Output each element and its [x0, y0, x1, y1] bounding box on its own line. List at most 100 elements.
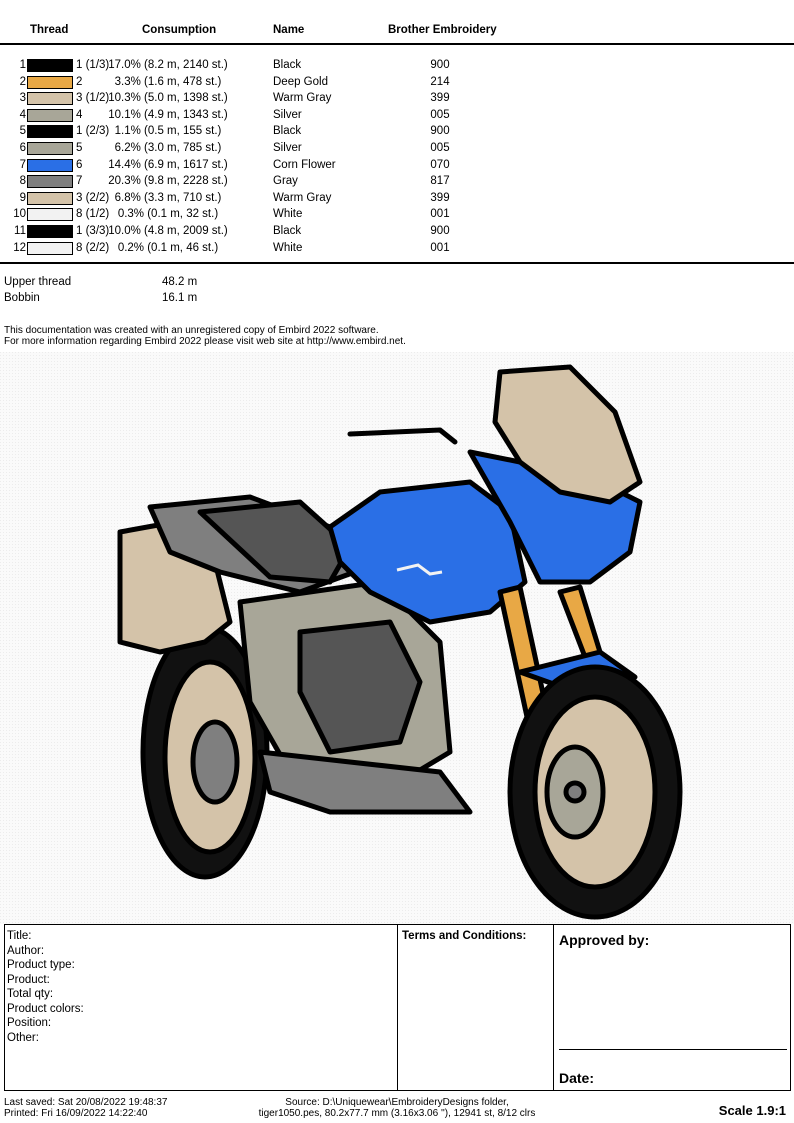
signature-line — [559, 1049, 787, 1050]
header-name: Name — [273, 24, 305, 36]
consumption-value: 1.1% (0.5 m, 155 st.) — [114, 125, 222, 138]
scale-label: Scale 1.9:1 — [718, 1103, 786, 1118]
color-swatch — [27, 191, 73, 205]
table-row: 3 3 (1/2)10.3% (5.0 m, 1398 st.) Warm Gray… — [0, 90, 794, 106]
color-swatch — [27, 208, 73, 222]
color-swatch — [27, 75, 73, 89]
thread-name: Gray — [273, 175, 298, 188]
header-brand: Brother Embroidery — [388, 24, 497, 36]
color-swatch — [27, 92, 73, 106]
belly-pan — [257, 749, 473, 815]
info-field-label: Product type: — [7, 959, 75, 971]
approval-box — [553, 924, 791, 1091]
source-line-2: tiger1050.pes, 80.2x77.7 mm (3.16x3.06 '… — [258, 1108, 536, 1119]
notice-line-1: This documentation was created with an u… — [4, 325, 379, 336]
handlebar — [347, 427, 458, 445]
consumption-value: 10.1% (4.9 m, 1343 st.) — [108, 108, 228, 121]
row-index: 5 — [19, 125, 26, 138]
thread-code: 399 — [430, 191, 450, 204]
thread-code: 900 — [430, 59, 450, 71]
consumption-value: 6.8% (3.3 m, 710 st.) — [114, 191, 222, 204]
info-field-label: Author: — [7, 944, 45, 957]
tank-logo — [396, 563, 443, 576]
thread-name: Corn Flower — [273, 158, 336, 171]
table-row: 4 4 10.1% (4.9 m, 1343 st.) Silver 005 — [0, 107, 794, 123]
info-field-label: Other: — [7, 1031, 39, 1044]
approved-by-label: Approved by: — [559, 932, 650, 948]
thread-code: 001 — [430, 208, 450, 221]
thread-code: 900 — [430, 225, 450, 237]
thread-number: 8 (2/2) — [76, 241, 110, 254]
thread-code: 005 — [430, 108, 450, 121]
color-swatch — [27, 241, 73, 255]
consumption-value: 10.3% (5.0 m, 1398 st.) — [108, 92, 228, 105]
row-index: 11 — [14, 225, 26, 237]
front-hub — [563, 780, 587, 804]
color-swatch — [27, 142, 73, 155]
embroidery-design-preview — [0, 352, 794, 924]
last-saved: Last saved: Sat 20/08/2022 19:48:37 — [4, 1097, 168, 1108]
row-index: 8 — [19, 175, 26, 188]
date-label: Date: — [559, 1070, 595, 1086]
consumption-value: 3.3% (1.6 m, 478 st.) — [114, 75, 222, 88]
thread-code: 005 — [430, 142, 450, 154]
row-index: 7 — [19, 158, 26, 171]
thread-number: 1 (3/3) — [76, 225, 110, 237]
thread-name: White — [273, 241, 303, 254]
row-index: 3 — [19, 92, 26, 105]
color-swatch — [27, 225, 73, 238]
thread-number: 3 (1/2) — [76, 92, 110, 105]
row-index: 2 — [19, 75, 26, 88]
thread-name: Warm Gray — [273, 191, 332, 204]
color-swatch — [27, 158, 73, 172]
header-consumption: Consumption — [142, 24, 217, 36]
thread-number: 2 — [76, 75, 83, 88]
upper-thread-label: Upper thread — [4, 276, 72, 288]
thread-number: 4 — [76, 108, 83, 121]
thread-code: 070 — [430, 158, 450, 171]
consumption-value: 10.0% (4.8 m, 2009 st.) — [108, 225, 228, 237]
row-index: 4 — [19, 108, 26, 121]
thread-name: Deep Gold — [273, 75, 328, 88]
thread-number: 3 (2/2) — [76, 191, 110, 204]
notice-line-2: For more information regarding Embird 20… — [4, 336, 406, 347]
consumption-value: 17.0% (8.2 m, 2140 st.) — [108, 59, 228, 71]
consumption-value: 20.3% (9.8 m, 2228 st.) — [108, 175, 228, 188]
thread-name: Silver — [273, 108, 302, 121]
info-field-label: Product colors: — [7, 1002, 84, 1015]
row-index: 12 — [13, 241, 26, 254]
thread-name: Warm Gray — [273, 92, 332, 105]
thread-name: Black — [273, 59, 302, 71]
upper-thread-value: 48.2 m — [162, 276, 198, 288]
info-field-label: Product: — [7, 973, 50, 986]
thread-number: 1 (2/3) — [76, 125, 110, 138]
info-field-label: Title: — [7, 930, 32, 942]
table-bottom-rule — [0, 262, 794, 264]
engine-detail — [297, 619, 423, 755]
table-row: 1 1 (1/3)17.0% (8.2 m, 2140 st.) Black 900 — [0, 57, 794, 73]
thread-number: 1 (1/3) — [76, 59, 110, 71]
header-thread: Thread — [30, 24, 69, 36]
terms-box — [397, 924, 554, 1091]
thread-code: 214 — [430, 75, 450, 88]
row-index: 1 — [19, 59, 26, 71]
color-swatch — [27, 59, 73, 72]
consumption-value: 6.2% (3.0 m, 785 st.) — [114, 142, 222, 154]
color-swatch — [27, 108, 73, 122]
row-index: 10 — [13, 208, 26, 221]
thread-code: 817 — [430, 175, 450, 188]
color-swatch — [27, 175, 73, 189]
consumption-value: 0.3% (0.1 m, 32 st.) — [117, 208, 219, 221]
thread-code: 900 — [430, 125, 450, 138]
windscreen — [492, 364, 643, 505]
info-field-label: Position: — [7, 1017, 52, 1029]
thread-name: White — [273, 208, 303, 221]
terms-label: Terms and Conditions: — [402, 930, 527, 942]
